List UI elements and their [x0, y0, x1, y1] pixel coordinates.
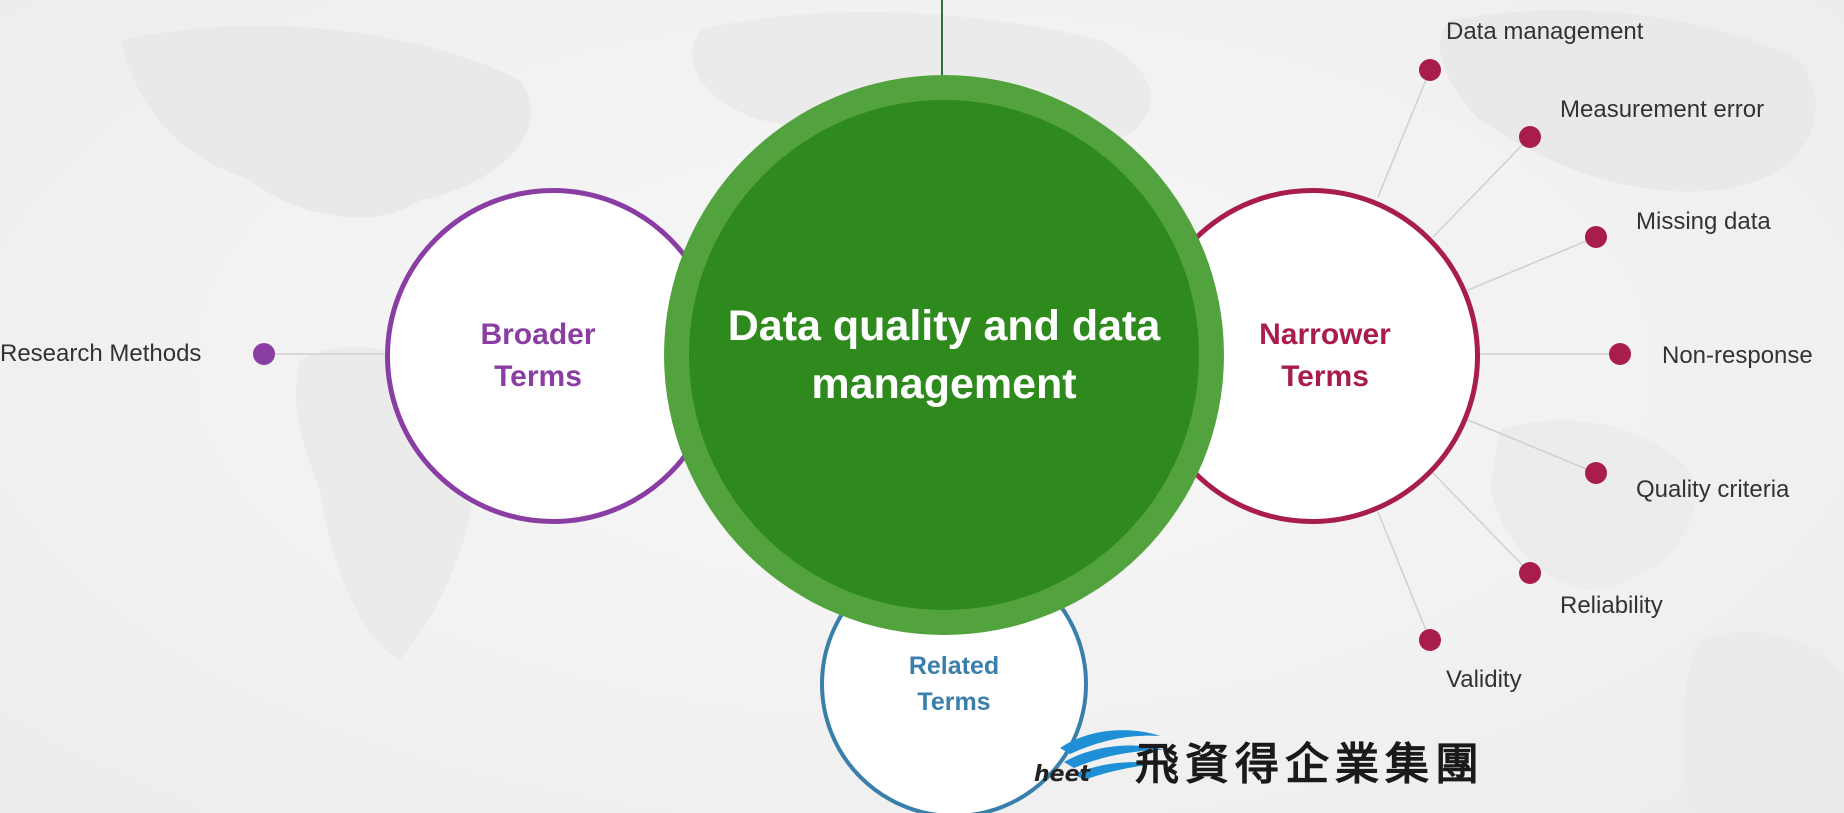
narrower-term-validity[interactable]: Validity [1446, 666, 1522, 693]
narrower-connector [1377, 511, 1431, 641]
narrower-term-dot[interactable] [1519, 562, 1541, 584]
company-logo [1060, 730, 1164, 780]
narrower-term-missing-data[interactable]: Missing data [1636, 208, 1771, 235]
narrower-terms-title-line1: Narrower [1259, 318, 1391, 351]
narrower-terms-title-line2: Terms [1281, 360, 1369, 393]
broader-terms-title-line1: Broader [480, 318, 596, 351]
logo-cjk-text: 飛資得企業集團 [1135, 739, 1485, 790]
narrower-term-non-response[interactable]: Non-response [1662, 342, 1813, 369]
narrower-term-measurement-error[interactable]: Measurement error [1560, 96, 1765, 123]
narrower-term-dot[interactable] [1419, 59, 1441, 81]
narrower-term-dot[interactable] [1419, 629, 1441, 651]
narrower-connector [1467, 419, 1597, 474]
narrower-term-dot[interactable] [1519, 126, 1541, 148]
broader-term-research-methods[interactable]: Research Methods [0, 340, 202, 367]
related-terms-title-line2: Terms [917, 688, 991, 716]
narrower-term-reliability[interactable]: Reliability [1560, 592, 1663, 619]
narrower-term-quality-criteria[interactable]: Quality criteria [1636, 476, 1790, 503]
narrower-term-dot[interactable] [1585, 462, 1607, 484]
narrower-term-dot[interactable] [1609, 343, 1631, 365]
central-concept-circle: Data quality and data management [664, 75, 1224, 635]
narrower-connector [1432, 472, 1531, 574]
broader-terms-title-line2: Terms [494, 360, 582, 393]
central-title-line3: management [811, 360, 1077, 408]
narrower-term-dot[interactable] [1585, 226, 1607, 248]
narrower-connector [1377, 69, 1431, 198]
broader-term-dot[interactable] [253, 343, 275, 365]
central-concept-label: Data quality and data management [689, 100, 1199, 610]
narrower-term-data-management[interactable]: Data management [1446, 18, 1644, 45]
narrower-connector [1432, 136, 1531, 238]
central-title-line2: and data [983, 302, 1161, 350]
narrower-connector [1467, 236, 1597, 291]
logo-wordmark: heet [1034, 762, 1091, 787]
related-terms-title-line1: Related [908, 652, 1000, 680]
central-title-line1: Data quality [727, 302, 972, 350]
